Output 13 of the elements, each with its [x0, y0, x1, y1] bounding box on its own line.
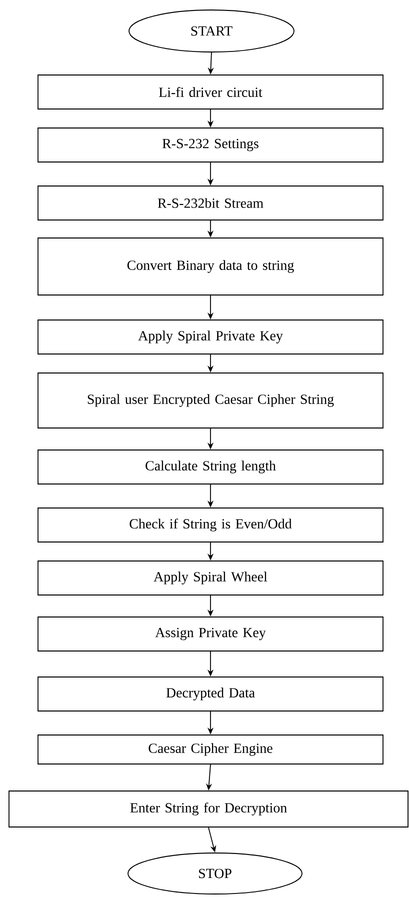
process-box: Enter String for Decryption: [8, 790, 408, 828]
process-box: Spiral user Encrypted Caesar Cipher String: [38, 372, 384, 428]
process-box: Apply Spiral Private Key: [38, 320, 384, 354]
process-box: Check if String is Even/Odd: [38, 508, 384, 542]
process-box: R-S-232 Settings: [38, 128, 384, 162]
process-box: Decrypted Data: [38, 676, 384, 712]
process-box: Convert Binary data to string: [38, 238, 384, 296]
process-box: Li-fi driver circuit: [38, 74, 384, 110]
process-box: Calculate String length: [38, 450, 384, 484]
process-box: Caesar Cipher Engine: [38, 734, 384, 764]
process-box: Assign Private Key: [38, 616, 384, 652]
process-box: Apply Spiral Wheel: [38, 560, 384, 596]
process-box: R-S-232bit Stream: [38, 186, 384, 220]
